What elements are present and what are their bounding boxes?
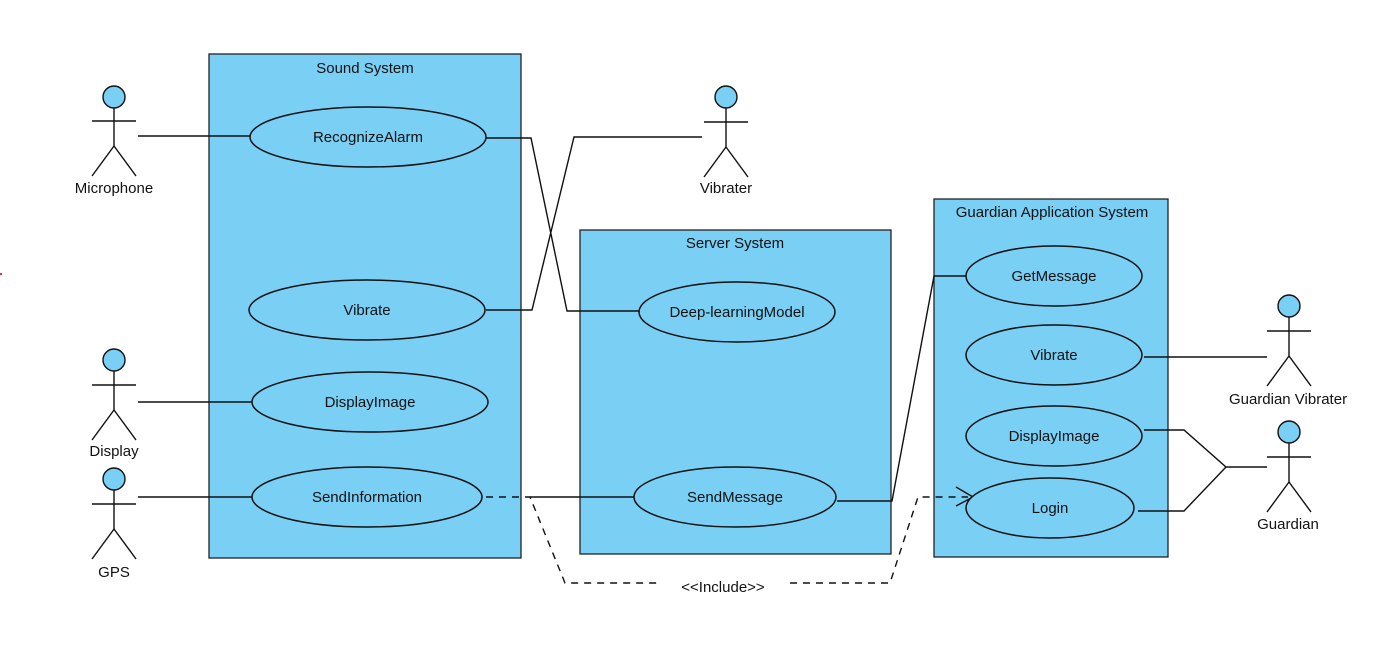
actor-guardian-vibrater-label: Guardian Vibrater (1229, 391, 1347, 408)
actor-icon (91, 467, 137, 560)
usecase-send-information-label: SendInformation (312, 489, 422, 506)
usecase-display-image-sound[interactable]: DisplayImage (251, 371, 489, 433)
usecase-deep-learning-model[interactable]: Deep-learningModel (638, 281, 836, 343)
assoc-recognizealarm-deeplearning (486, 137, 640, 312)
include-label: <<Include>> (681, 579, 765, 596)
include-line-left (486, 496, 657, 584)
assoc-sendmessage-getmessage (837, 275, 967, 502)
system-guardian-title: Guardian Application System (956, 204, 1149, 221)
include-dependency[interactable]: <<Include>> (486, 486, 975, 596)
usecase-send-message-label: SendMessage (687, 489, 783, 506)
actor-display[interactable]: Display (89, 348, 139, 460)
include-line-right (790, 496, 968, 584)
actor-icon (703, 85, 749, 178)
stray-mark (0, 273, 2, 275)
usecase-display-image-guardian-label: DisplayImage (1009, 428, 1100, 445)
usecase-recognize-alarm-label: RecognizeAlarm (313, 129, 423, 146)
actor-icon (1266, 294, 1312, 387)
assoc-vibrate-vibrater (486, 136, 702, 311)
actor-gps-label: GPS (98, 564, 130, 581)
actor-vibrater-label: Vibrater (700, 180, 752, 197)
system-server-title: Server System (686, 235, 784, 252)
actor-icon (91, 85, 137, 177)
usecase-send-information[interactable]: SendInformation (251, 466, 483, 528)
usecase-display-image-sound-label: DisplayImage (325, 394, 416, 411)
actor-microphone-label: Microphone (75, 180, 153, 197)
actor-icon (1266, 420, 1312, 513)
assoc-displayimage-guardian (1144, 429, 1267, 468)
usecase-deep-learning-model-label: Deep-learningModel (669, 304, 804, 321)
actor-guardian-label: Guardian (1257, 516, 1319, 533)
actor-gps[interactable]: GPS (91, 467, 137, 581)
usecase-send-message[interactable]: SendMessage (633, 466, 837, 528)
actor-vibrater[interactable]: Vibrater (700, 85, 752, 197)
actor-guardian[interactable]: Guardian (1257, 420, 1319, 533)
actor-guardian-vibrater[interactable]: Guardian Vibrater (1229, 294, 1347, 408)
usecase-get-message-label: GetMessage (1011, 268, 1096, 285)
associations (138, 135, 1267, 512)
assoc-login-guardian (1138, 466, 1227, 512)
system-sound-title: Sound System (316, 60, 414, 77)
actor-microphone[interactable]: Microphone (75, 85, 153, 197)
usecase-login[interactable]: Login (965, 477, 1135, 539)
usecase-display-image-guardian[interactable]: DisplayImage (965, 405, 1143, 467)
usecase-vibrate-guardian[interactable]: Vibrate (965, 324, 1143, 386)
actor-icon (91, 348, 137, 441)
usecase-vibrate-sound-label: Vibrate (343, 302, 390, 319)
usecase-vibrate-guardian-label: Vibrate (1030, 347, 1077, 364)
actor-display-label: Display (89, 443, 139, 460)
usecase-login-label: Login (1032, 500, 1069, 517)
usecase-get-message[interactable]: GetMessage (965, 245, 1143, 307)
usecase-recognize-alarm[interactable]: RecognizeAlarm (249, 106, 487, 168)
usecase-vibrate-sound[interactable]: Vibrate (248, 279, 486, 341)
